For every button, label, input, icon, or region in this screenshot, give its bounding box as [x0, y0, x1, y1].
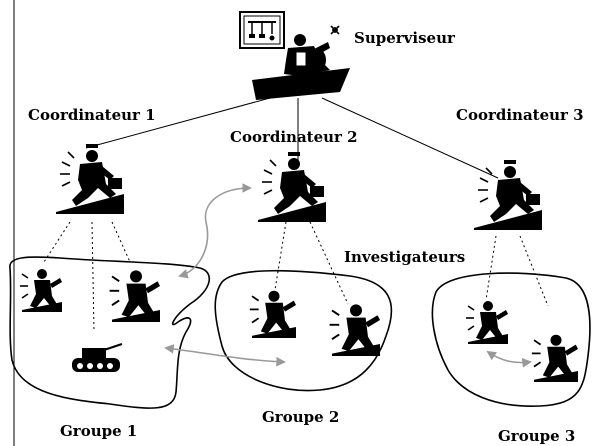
- supervisor-at-chart-icon: [239, 11, 350, 100]
- link-supervisor-coord3: [321, 97, 499, 179]
- investigator-figure-icon: [328, 303, 381, 357]
- link-coord1-inv-a: [43, 221, 71, 263]
- group-1-boundary: [9, 256, 211, 409]
- double-headed-arrow-icon: [164, 344, 286, 367]
- businessman-running-icon: [55, 143, 125, 215]
- link-coord1-inv-b: [111, 221, 131, 263]
- businessman-running-icon: [257, 151, 327, 223]
- investigator-figure-icon: [465, 300, 509, 345]
- investigator-figure-icon: [248, 289, 297, 339]
- label-coordinator-3: Coordinateur 3: [456, 106, 584, 124]
- double-headed-arrow-icon: [486, 350, 532, 368]
- label-group-1: Groupe 1: [60, 422, 137, 440]
- businessman-running-icon: [473, 159, 543, 231]
- label-supervisor: Superviseur: [354, 29, 456, 47]
- label-group-2: Groupe 2: [262, 408, 339, 426]
- investigator-figure-icon: [108, 269, 161, 323]
- link-supervisor-coord1: [85, 97, 271, 149]
- link-coord1-tank: [91, 221, 95, 333]
- investigator-figure-icon: [19, 268, 63, 313]
- investigator-figure-icon: [530, 333, 579, 383]
- label-investigators: Investigateurs: [344, 248, 465, 266]
- label-coordinator-1: Coordinateur 1: [28, 106, 156, 124]
- tank-icon: [72, 343, 123, 372]
- link-coord3-inv-b: [519, 235, 549, 307]
- group-3-boundary: [431, 272, 591, 407]
- link-coord3-inv-a: [485, 235, 497, 301]
- label-coordinator-2: Coordinateur 2: [230, 128, 358, 146]
- link-coord2-inv-b: [309, 221, 349, 305]
- label-group-3: Groupe 3: [498, 427, 575, 445]
- double-headed-arrow-icon: [178, 183, 252, 279]
- link-coord2-inv-a: [273, 221, 287, 297]
